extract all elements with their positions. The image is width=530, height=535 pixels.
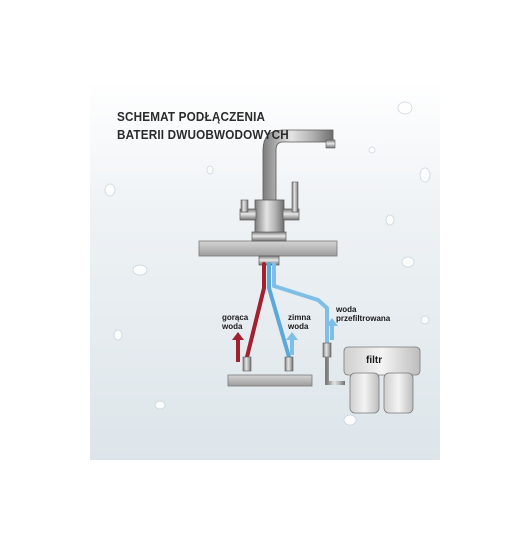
filter-label: filtr (366, 355, 383, 366)
water-droplets (104, 101, 431, 426)
cold-water-label: zimna woda (288, 313, 311, 331)
right-handle-lever (291, 181, 299, 213)
filter-connector (322, 342, 332, 358)
filtered-flow-arrow (326, 318, 338, 340)
cold-water-hose (267, 262, 291, 359)
hot-valve (242, 356, 252, 372)
filter-head (343, 346, 421, 376)
flow-arrows (232, 318, 338, 362)
hot-water-label-line-1: gorąca (222, 313, 249, 322)
hose-fittings (242, 342, 332, 372)
countertop (198, 240, 338, 257)
diagram-title-line-1: SCHEMAT PODŁĄCZENIA (117, 109, 266, 124)
filtered-water-label-line-2: przefiltrowana (336, 314, 391, 323)
cold-flow-arrow (286, 332, 298, 355)
hot-water-label: gorąca woda (222, 313, 248, 331)
filter-outlet-pipe (325, 357, 345, 385)
hot-water-hose (245, 262, 266, 359)
cold-valve (284, 356, 294, 372)
filtered-water-label-line-1: woda (336, 305, 357, 314)
left-handle-lever (240, 199, 249, 213)
filter-unit (343, 346, 421, 414)
filter-cartridge-right (383, 372, 414, 414)
hot-flow-arrow (232, 332, 244, 362)
filtered-water-hose (272, 262, 329, 357)
cold-water-label-line-1: zimna (288, 313, 311, 322)
filtered-water-label: woda przefiltrowana (336, 305, 390, 323)
faucet-base (251, 231, 287, 242)
cold-water-label-line-2: woda (288, 322, 309, 331)
filter-cartridge-left (349, 372, 380, 414)
faucet-body (254, 199, 285, 235)
right-handle (282, 208, 300, 221)
hot-water-label-line-2: woda (222, 322, 243, 331)
diagram-title-line-2: BATERII DWUOBWODOWYCH (117, 127, 289, 142)
faucet-aerator (325, 139, 336, 149)
water-supply-shelf (227, 374, 313, 387)
faucet (239, 129, 336, 266)
